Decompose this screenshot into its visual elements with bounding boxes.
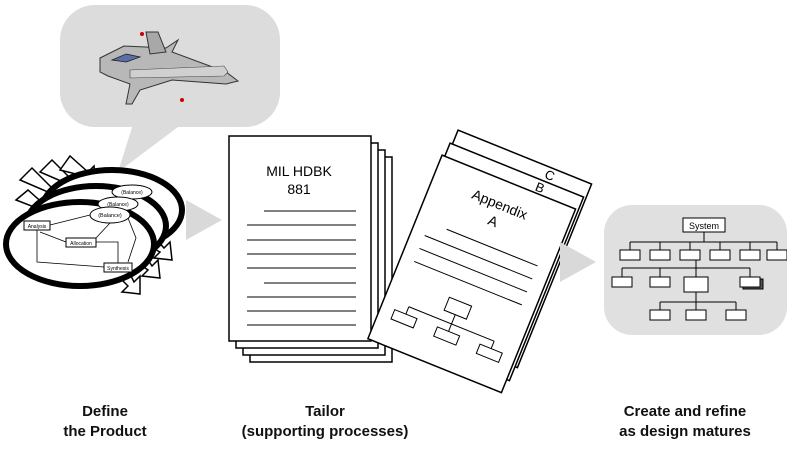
appendix-text-lines — [414, 228, 538, 306]
allocation-label: Allocation — [70, 241, 92, 247]
caption-tailor-line2: (supporting processes) — [241, 423, 409, 440]
balance-bubble-back-label: (Balance) — [121, 190, 143, 196]
caption-create-line1: Create and refine — [623, 403, 747, 420]
hdbk-title-line1: MIL HDBK — [266, 163, 332, 179]
process-arrow-1 — [186, 200, 222, 240]
caption-define-line2: the Product — [63, 423, 147, 440]
analysis-label: Analysis — [28, 224, 47, 230]
caption-create-line2: as design matures — [619, 423, 751, 440]
caption-create: Create and refine as design matures — [587, 402, 783, 442]
flow-connectors — [36, 214, 137, 268]
fighter-jet-icon — [99, 31, 240, 105]
caption-define: Define the Product — [20, 402, 190, 442]
wbs-level3-boxes — [611, 276, 764, 293]
process-arrow-2 — [560, 242, 596, 282]
wbs-level2-boxes — [619, 249, 787, 261]
product-definition-graphic: (Balance) (Balance) (Balance) Analysis A… — [3, 154, 185, 295]
mil-hdbk-document: MIL HDBK 881 — [228, 135, 393, 363]
wbs-connectors — [621, 232, 778, 310]
synthesis-label: Synthesis — [107, 266, 129, 272]
appendix-mini-hierarchy — [390, 296, 503, 364]
balance-label: (Balance) — [98, 213, 122, 219]
caption-tailor: Tailor (supporting processes) — [225, 402, 425, 442]
hdbk-title-line2: 881 — [287, 181, 311, 197]
wbs-level4-boxes — [649, 309, 747, 321]
appendix-stack: C B Appendix A — [366, 129, 593, 394]
wbs-system-label: System — [689, 221, 719, 231]
hdbk-text-lines — [247, 210, 356, 326]
wbs-hierarchy-panel: System — [604, 205, 787, 335]
caption-define-line1: Define — [82, 403, 128, 420]
caption-tailor-line1: Tailor — [305, 403, 345, 420]
balance-bubble-middle-label: (Balance) — [107, 202, 129, 208]
allocation-box — [65, 237, 97, 248]
